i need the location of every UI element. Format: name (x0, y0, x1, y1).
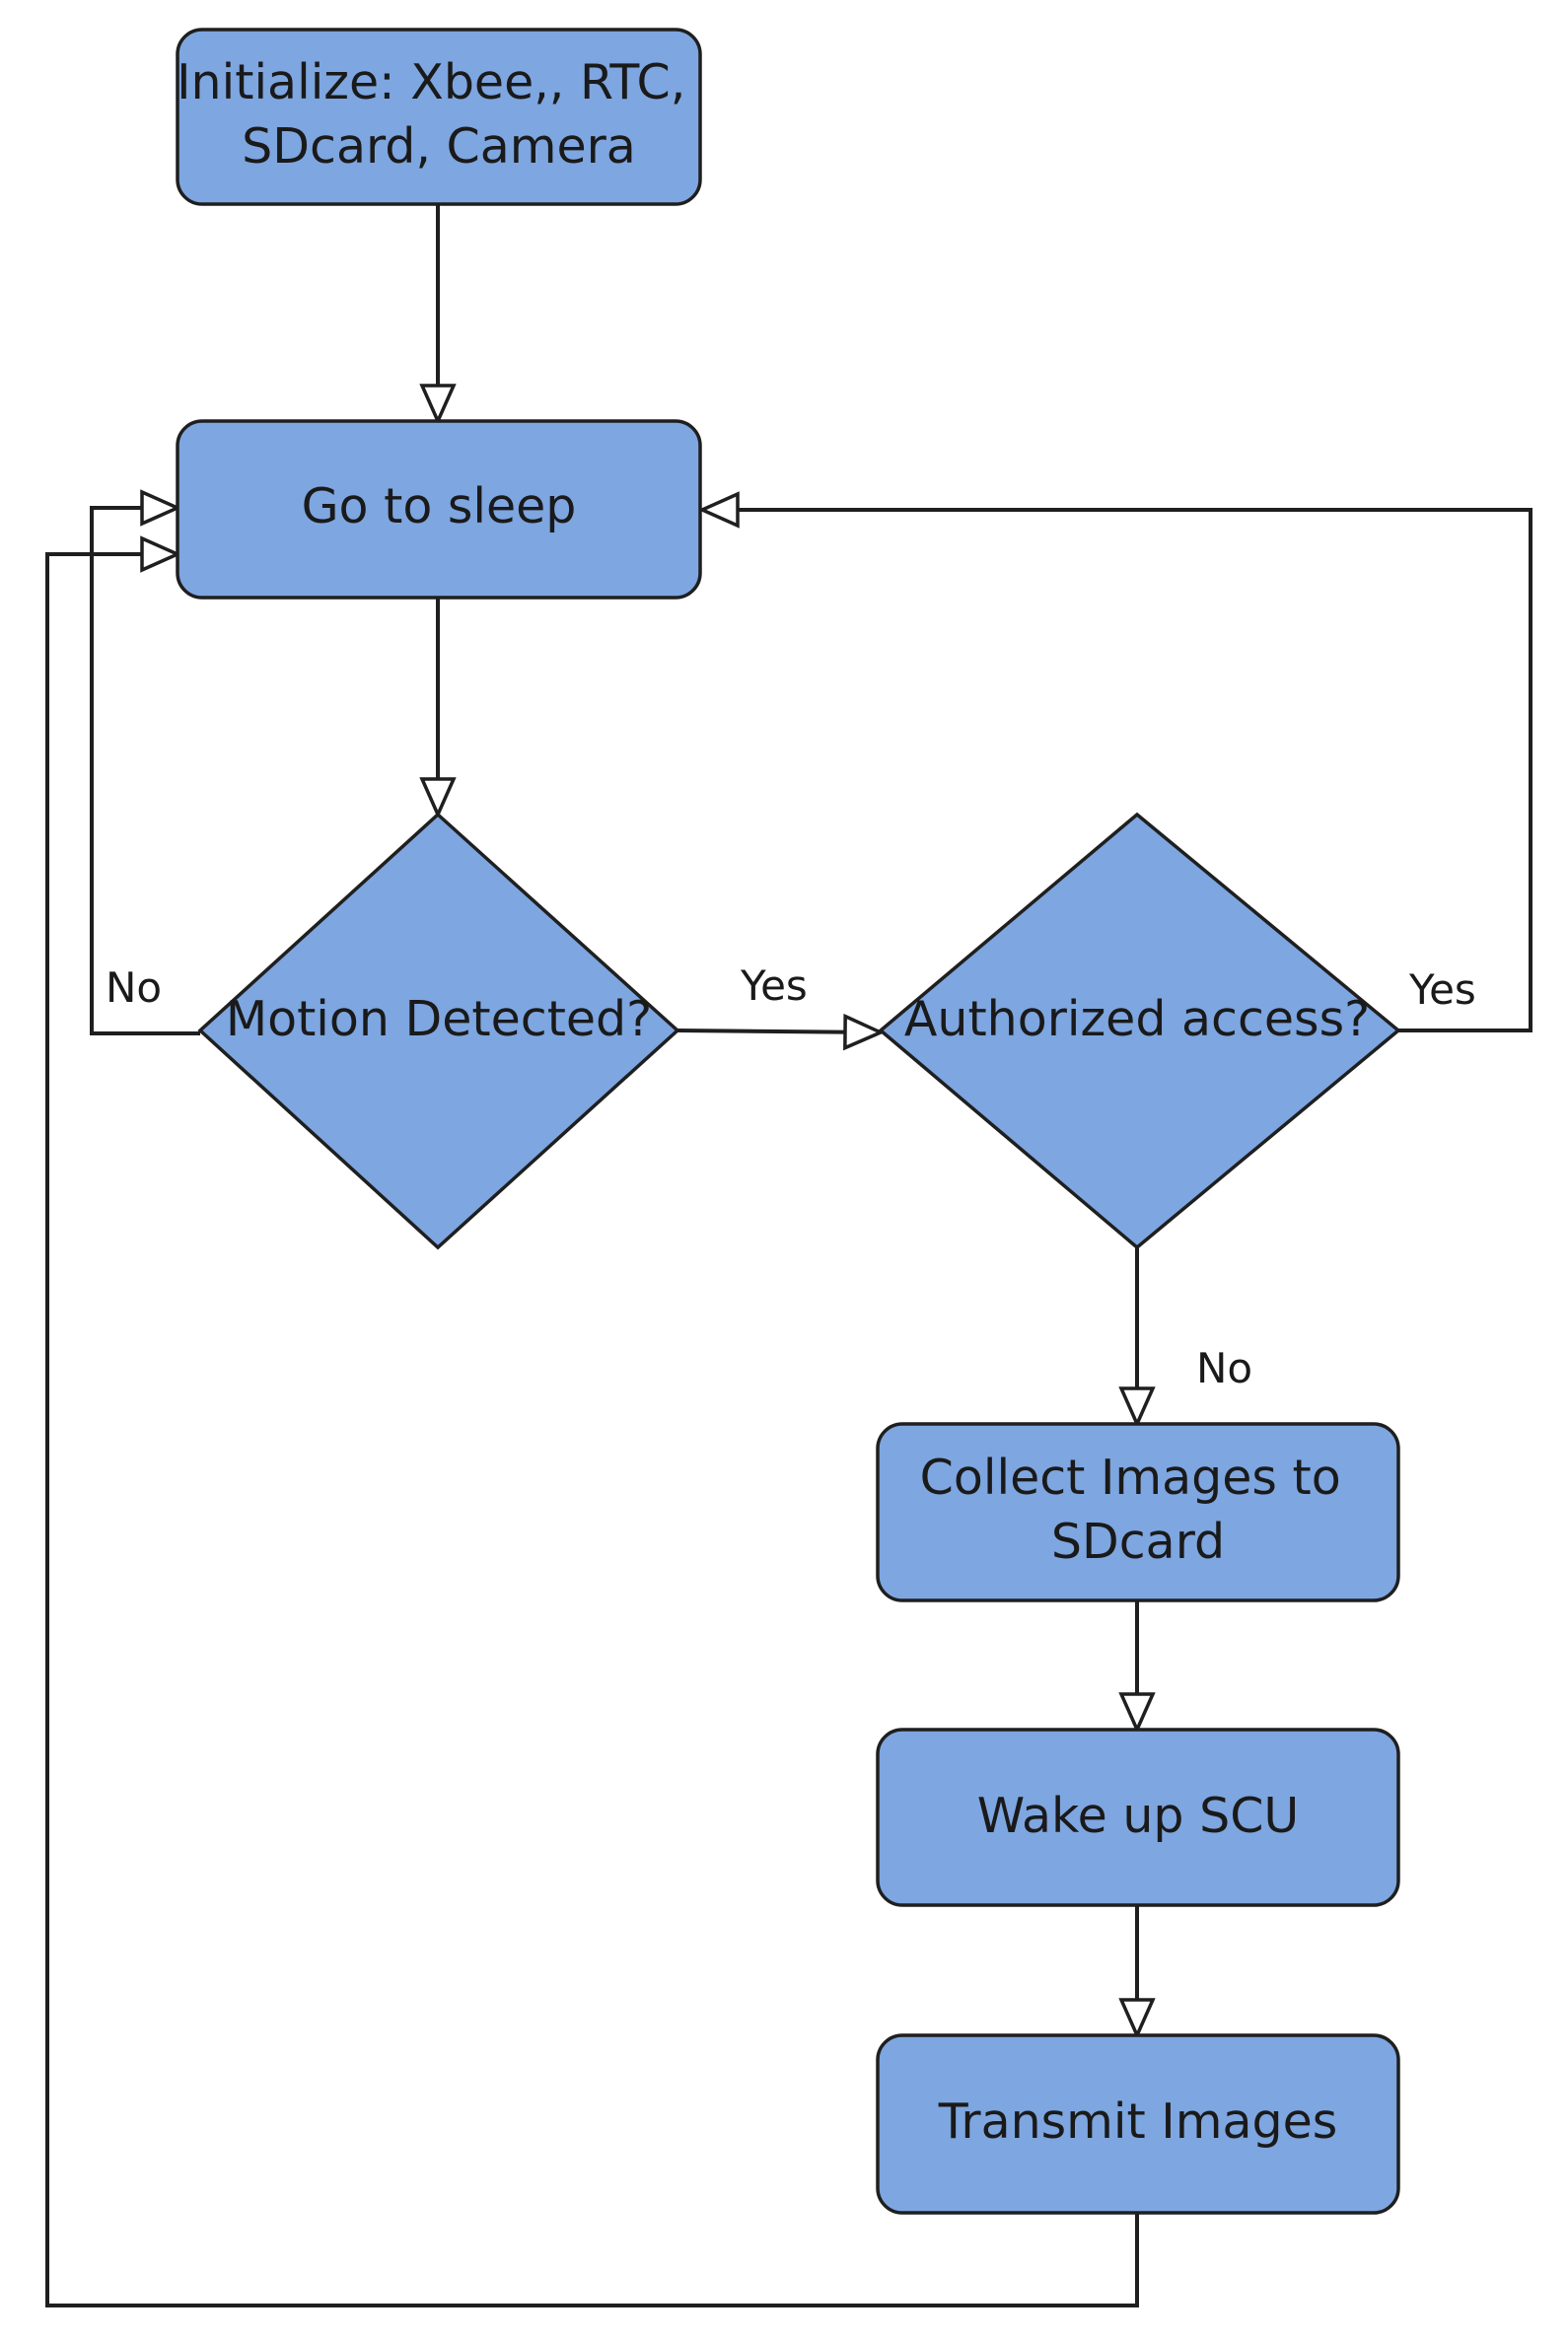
node-wake-text: Wake up SCU (977, 1788, 1300, 1844)
node-motion-shape (197, 812, 680, 1250)
node-sleep-text: Go to sleep (302, 478, 577, 534)
node-wake-line-1: Wake up SCU (977, 1788, 1300, 1844)
edge-motion-yes-to-authorized (677, 1030, 881, 1032)
node-motion-line-1: Motion Detected? (226, 991, 652, 1047)
edge-label-motion-yes: Yes (740, 961, 808, 1010)
edge-label-authorized-no: No (1196, 1344, 1252, 1392)
node-initialize-line-1: Initialize: Xbee,, RTC, (177, 54, 685, 110)
node-authorized-access: Authorized access? (878, 812, 1401, 1250)
node-transmit-line-1: Transmit Images (938, 2093, 1338, 2150)
edge-label-authorized-yes: Yes (1408, 965, 1476, 1014)
node-motion-text: Motion Detected? (226, 991, 652, 1047)
node-transmit-text: Transmit Images (938, 2093, 1338, 2150)
edge-motion-no-to-sleep (90, 508, 200, 1035)
node-collect-text: Collect Images to SDcard (920, 1450, 1357, 1570)
node-collect-images: Collect Images to SDcard (876, 1422, 1400, 1602)
node-sleep-line-1: Go to sleep (302, 478, 577, 534)
node-sleep: Go to sleep (176, 419, 702, 600)
node-collect-shape (876, 1422, 1400, 1602)
node-initialize: Initialize: Xbee,, RTC, SDcard, Camera (176, 28, 702, 206)
edge-labels: No Yes Yes No (106, 961, 1476, 1392)
edge-authorized-yes-to-sleep (702, 510, 1532, 1032)
node-initialize-line-2: SDcard, Camera (242, 118, 636, 175)
node-initialize-shape (176, 28, 702, 206)
node-authorized-line-1: Authorized access? (904, 991, 1370, 1047)
node-collect-line-1: Collect Images to (920, 1450, 1341, 1506)
edge-transmit-to-sleep (45, 554, 1139, 2307)
edge-label-motion-no: No (106, 963, 162, 1012)
node-wake-up-scu: Wake up SCU (876, 1728, 1400, 1907)
node-collect-line-2: SDcard (1051, 1514, 1225, 1570)
node-transmit-shape (876, 2033, 1400, 2215)
node-motion-detected: Motion Detected? (197, 812, 680, 1250)
node-transmit-images: Transmit Images (876, 2033, 1400, 2215)
node-authorized-text: Authorized access? (904, 991, 1370, 1047)
connectors (45, 204, 1532, 2307)
node-sleep-shape (176, 419, 702, 600)
node-authorized-shape (878, 812, 1401, 1250)
node-wake-shape (876, 1728, 1400, 1907)
node-initialize-text: Initialize: Xbee,, RTC, SDcard, Camera (177, 54, 701, 175)
